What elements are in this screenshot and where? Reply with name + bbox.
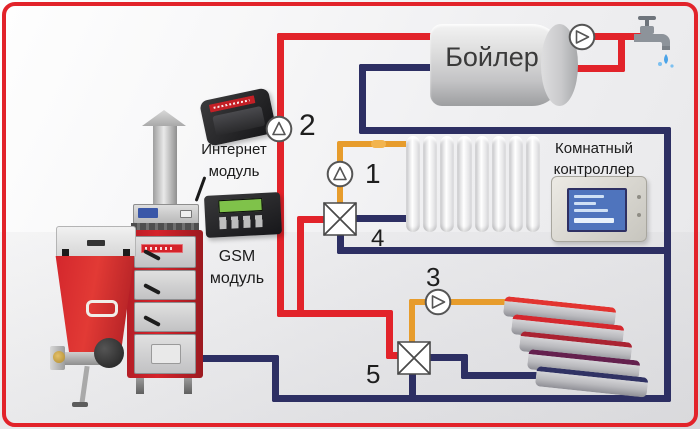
room-controller-screw: [637, 195, 641, 199]
auger-motor: [94, 338, 124, 368]
room-controller-device: [551, 176, 647, 242]
boiler-door-handle: [143, 315, 161, 327]
boiler-panel-display: [138, 208, 158, 218]
circuit-number-5: 5: [366, 359, 381, 389]
pipe-mixed-floor-horizontal: [409, 299, 511, 305]
dhw-tank: [430, 24, 562, 106]
circuit-number-2: 2: [299, 109, 316, 142]
hopper-foot: [72, 402, 88, 407]
dhw-tank-label: Бойлер: [445, 42, 539, 72]
room-controller-caption: Комнатный контроллер: [543, 138, 645, 180]
pipe-return-into-boiler: [196, 355, 279, 362]
gsm-module-keys: [219, 214, 266, 230]
pipe-return-tank-vertical: [359, 64, 366, 134]
pipe-floor-return-run: [461, 372, 546, 379]
pipe-dhw-recirc-horizontal: [552, 65, 625, 72]
boiler-brand-plate: [141, 244, 183, 253]
boiler-control-panel: [133, 204, 199, 224]
pipe-floor-return-drop: [461, 354, 468, 379]
pipe-valve5-bottom: [409, 370, 416, 402]
boiler-vent-grille: [131, 223, 199, 230]
room-controller-caption-line2: контроллер: [553, 161, 635, 178]
pump-icon: [424, 288, 452, 316]
boiler-ash-door: [134, 334, 196, 374]
pipe-return-boiler-riser: [272, 355, 279, 402]
internet-module-caption-line1: Интернет: [201, 141, 267, 158]
pipe-return-tank-horizontal: [359, 64, 437, 71]
pump-icon: [568, 23, 596, 51]
gsm-module-display: [218, 197, 263, 214]
boiler-door-middle: [134, 270, 196, 300]
hopper-lid-clip: [123, 249, 130, 256]
hopper-lid-vent: [87, 240, 105, 246]
faucet-icon: [628, 14, 680, 72]
pipe-supply-riser: [277, 33, 284, 317]
hopper-lid-clip: [62, 249, 69, 256]
pipe-radiator-return: [352, 215, 416, 222]
pipe-valve5-right: [428, 354, 468, 361]
pipe-return-right: [664, 127, 671, 402]
pipe-tank-to-faucet: [552, 33, 652, 40]
pipe-supply-valve5-stub: [386, 352, 404, 359]
pipe-supply-lower: [277, 310, 393, 317]
mixing-valve-icon: [320, 199, 360, 239]
pipe-mixed-floor-riser: [409, 299, 415, 345]
radiator: [406, 136, 540, 232]
boiler-door-top: [134, 236, 196, 268]
pellet-boiler-body: [127, 230, 203, 378]
pipe-supply-valve4-riser: [297, 219, 304, 317]
internet-module-caption: Интернет модуль: [193, 139, 275, 183]
room-controller-caption-line1: Комнатный: [554, 140, 633, 157]
pipe-valve4-bottom: [337, 233, 344, 254]
pump-icon: [326, 160, 354, 188]
boiler-foot: [136, 378, 144, 394]
boiler-door-handle: [143, 283, 161, 295]
ash-door-plate: [151, 344, 181, 364]
circuit-number-1: 1: [365, 158, 381, 189]
pipe-joint-highlight: [371, 140, 386, 148]
boiler-door-lower: [134, 302, 196, 332]
hopper-handle: [86, 300, 118, 317]
boiler-panel-button: [180, 210, 192, 218]
circuit-number-3: 3: [426, 262, 441, 292]
pipe-dhw-recirc-vertical: [618, 36, 625, 72]
pellet-hopper-lid: [56, 226, 136, 258]
pipe-supply-to-tank: [277, 33, 440, 40]
room-controller-display: [567, 188, 627, 232]
boiler-foot: [184, 378, 192, 394]
chimney-cap: [142, 110, 186, 126]
internet-module-caption-line2: модуль: [208, 162, 260, 180]
pipe-supply-valve4-stub: [297, 216, 331, 223]
gsm-module-device: [203, 192, 283, 238]
gsm-module-caption: GSM модуль: [198, 246, 276, 291]
pipe-supply-valve5-drop: [386, 312, 393, 359]
circuit-number-4: 4: [371, 225, 385, 252]
mixing-valve-icon: [394, 338, 434, 378]
pipe-valve4-return-run: [337, 247, 671, 254]
gsm-module-caption-line2: модуль: [209, 270, 265, 288]
chimney: [153, 126, 177, 216]
auger-fitting: [53, 351, 65, 363]
pipe-return-bottom: [272, 395, 671, 402]
gsm-module-caption-line1: GSM: [218, 248, 256, 265]
pump-icon: [265, 115, 293, 143]
pipe-return-top: [359, 127, 671, 134]
